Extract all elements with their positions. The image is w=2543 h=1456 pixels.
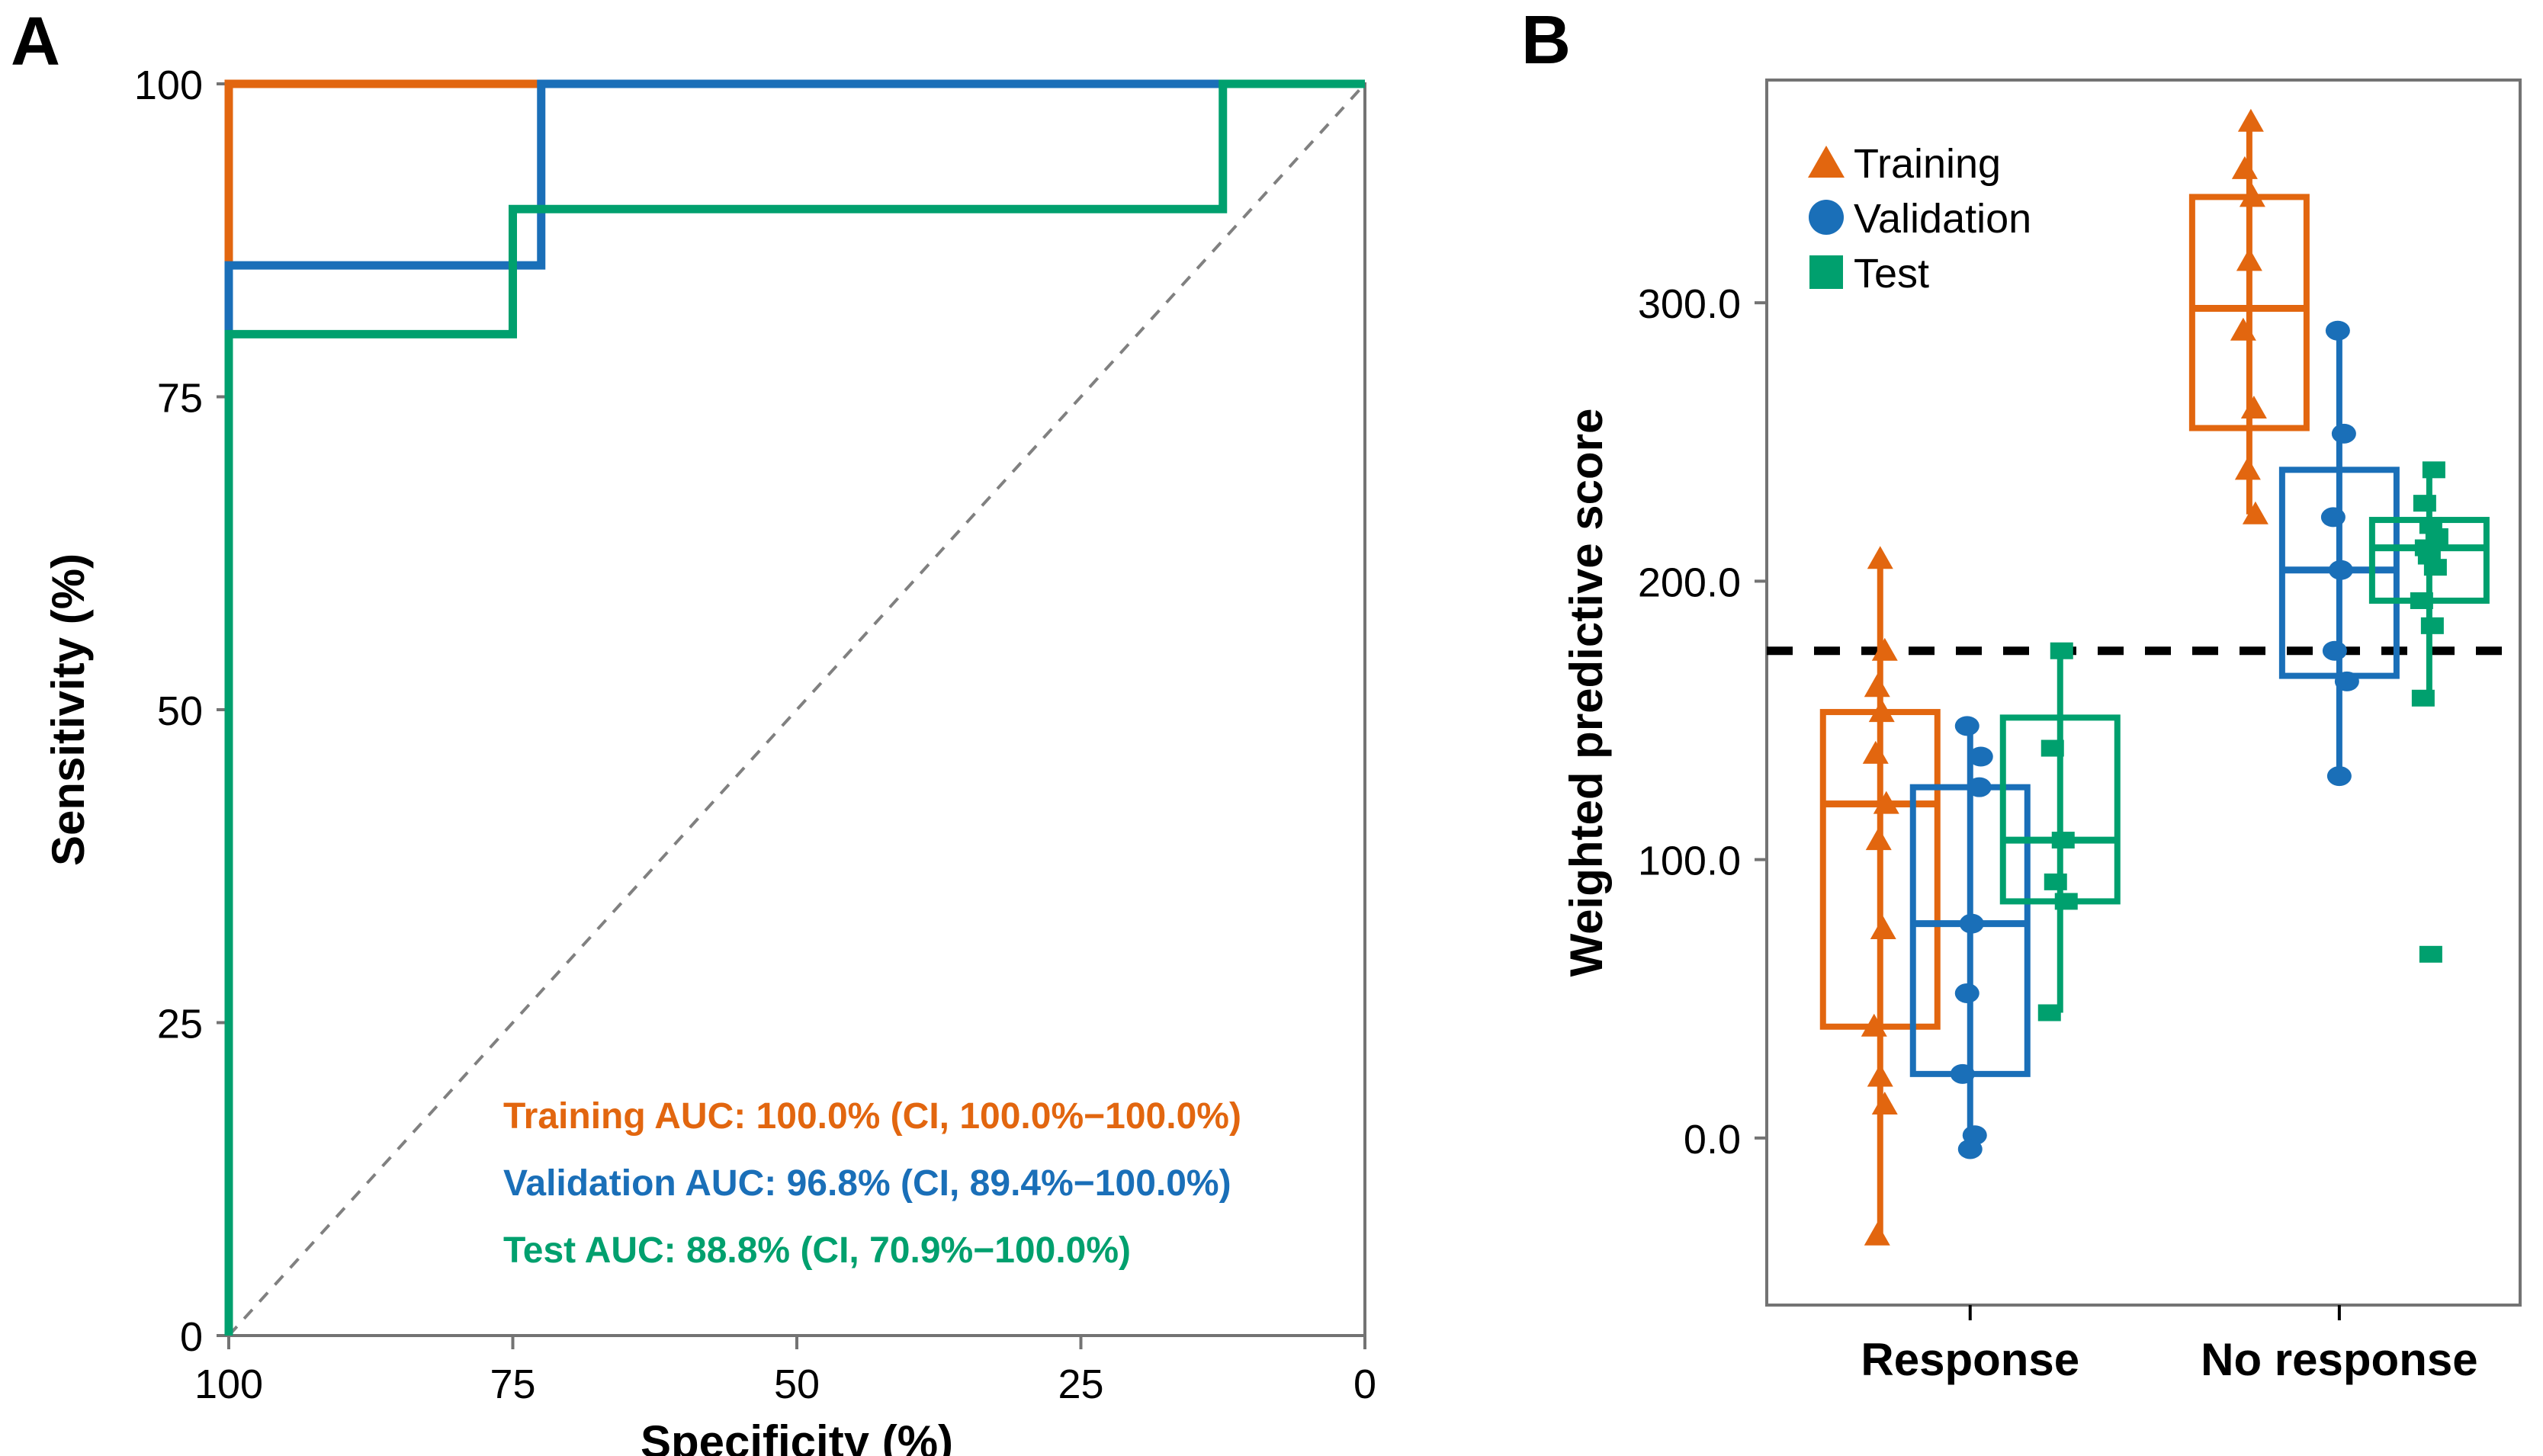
y-tick-label: 200.0 [1638,560,1741,605]
y-axis-title: Weighted predictive score [1561,409,1612,977]
box-response-validation [1909,716,2031,1159]
circle-marker [2322,640,2347,661]
y-tick-label: 300.0 [1638,281,1741,327]
triangle-marker [1871,1092,1898,1115]
x-tick-label: 100 [194,1361,263,1407]
legend-item-validation: Validation [1809,196,2031,242]
triangle-marker [2230,317,2256,341]
diagonal-reference-line [227,82,1366,1337]
y-axis-title: Sensitivity (%) [43,553,94,866]
y-tick-label: 75 [157,376,203,422]
circle-marker [2326,766,2352,787]
triangle-marker [2237,108,2264,132]
square-marker [2050,642,2073,659]
circle-marker [2320,507,2346,528]
triangle-marker [1864,1222,1890,1246]
circle-marker [2334,671,2359,691]
triangle-marker [2240,395,2267,419]
square-marker [2041,739,2064,757]
legend-label: Test [1854,251,1929,297]
y-tick-label: 100.0 [1638,839,1741,884]
square-marker [2410,592,2433,609]
circle-marker [1954,983,1979,1003]
triangle-marker [2236,248,2262,271]
triangle-marker [2242,501,2268,524]
circle-marker [1957,1139,1983,1159]
triangle-marker [1862,740,1889,764]
square-marker [2051,832,2075,849]
triangle-marker [2234,457,2261,480]
box-response-training [1819,546,1941,1246]
square-marker [2413,495,2436,512]
box-no-response-test [2368,461,2490,963]
circle-marker [1954,716,1979,736]
square-marker [2422,461,2445,479]
auc-annotation-2: Test AUC: 88.8% (CI, 70.9%−100.0%) [503,1230,1131,1271]
circle-marker [1967,777,1992,797]
legend-item-training: Training [1808,141,2001,187]
triangle-marker [1871,637,1898,661]
y-tick-label: 50 [157,688,203,734]
triangle-marker [1861,1013,1887,1037]
x-tick-label: 0 [1353,1361,1376,1407]
roc-curve-test [224,79,1365,1336]
triangle-marker [1867,1063,1893,1087]
y-tick-label: 0.0 [1684,1117,1741,1163]
square-marker [2054,893,2078,910]
box-no-response-training [2188,108,2310,524]
circle-marker [1968,746,1993,767]
y-tick-label: 25 [157,1002,203,1047]
circle-marker [1959,913,1984,934]
square-marker [2419,945,2442,963]
panel-b-letter: B [1521,2,1571,79]
legend-item-test: Test [1809,251,1929,297]
circle-marker [2328,560,2353,580]
triangle-marker [1864,674,1890,698]
square-marker [2044,873,2067,890]
circle-marker [1809,200,1844,235]
x-tick-label: 50 [774,1361,820,1407]
panel-a-letter: A [11,4,60,80]
y-tick-label: 100 [134,63,203,108]
square-marker [2411,689,2435,707]
triangle-marker [2231,156,2258,179]
plot-border [1765,79,2522,1307]
auc-annotation-1: Validation AUC: 96.8% (CI, 89.4%−100.0%) [503,1163,1231,1204]
triangle-marker [1867,546,1893,569]
circle-marker [2325,320,2350,341]
legend-label: Training [1854,141,2001,187]
square-marker [2423,559,2447,576]
x-tick-label: Response [1861,1334,2079,1385]
y-tick-label: 0 [180,1314,203,1360]
x-tick-label: No response [2201,1334,2477,1385]
square-marker [2037,1004,2061,1021]
legend-label: Validation [1854,196,2031,242]
square-marker [1809,255,1843,289]
triangle-marker [2239,184,2265,207]
triangle-marker [1865,827,1892,851]
triangle-marker [1868,699,1895,723]
x-tick-label: 75 [490,1361,535,1407]
box-no-response-validation [2278,320,2400,787]
triangle-marker [1870,916,1896,939]
x-axis-title: Specificity (%) [641,1416,953,1456]
triangle-marker [1808,146,1845,178]
triangle-marker [1873,791,1899,814]
box-response-test [1999,642,2121,1021]
auc-annotation-0: Training AUC: 100.0% (CI, 100.0%−100.0%) [503,1096,1241,1137]
square-marker [2420,617,2444,634]
circle-marker [1950,1063,1975,1084]
x-tick-label: 25 [1058,1361,1103,1407]
circle-marker [2331,423,2356,444]
